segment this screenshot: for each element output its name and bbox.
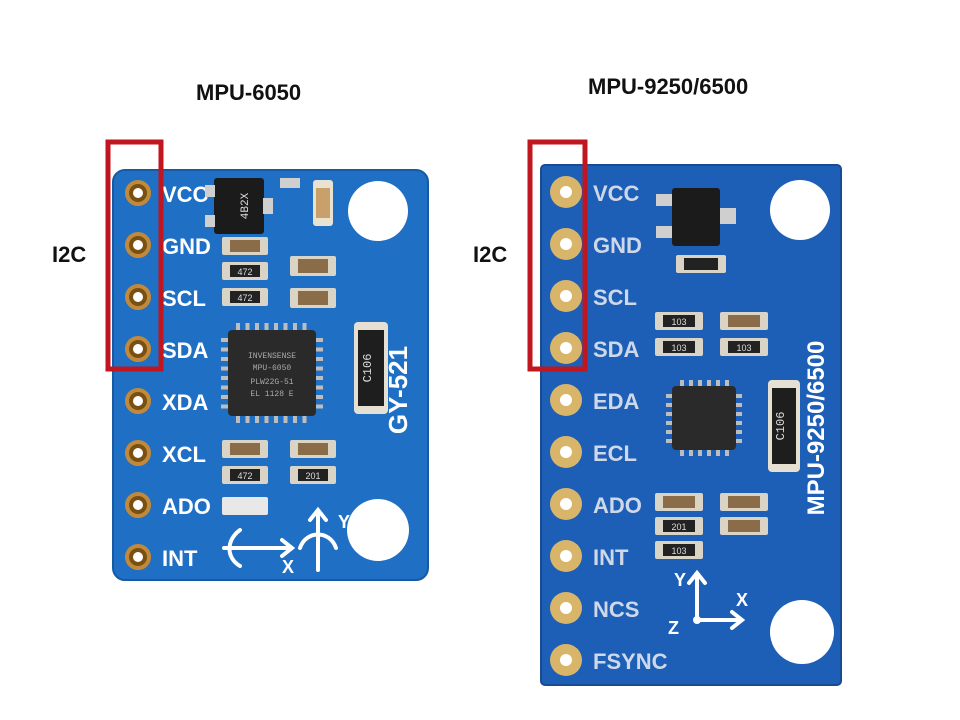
axis-label-y-left: Y <box>338 512 350 532</box>
resistor-label-r1: 103 <box>671 317 686 327</box>
pad-label-ecl: ECL <box>593 441 637 466</box>
mounting-hole-bottom-right <box>770 600 834 664</box>
axis-label-x-right: X <box>736 590 748 610</box>
pin-label-ado: ADO <box>162 494 211 519</box>
resistor-label-1: 472 <box>237 267 252 277</box>
resistor-label-r2: 103 <box>671 343 686 353</box>
silkscreen-gy521: GY-521 <box>383 346 413 434</box>
mounting-hole-bottom <box>347 499 409 561</box>
imu-chip-left <box>228 330 316 416</box>
pin-label-sda: SDA <box>162 338 209 363</box>
capacitor-label-right: C106 <box>774 412 788 441</box>
axis-label-y-right: Y <box>674 570 686 590</box>
pin-label-gnd: GND <box>162 234 211 259</box>
pad-label-vcc: VCC <box>593 181 640 206</box>
chip-text-4: EL 1128 E <box>250 390 293 399</box>
regulator-label: 4B2X <box>240 192 252 219</box>
i2c-highlight-right <box>527 139 588 372</box>
axis-label-x-left: X <box>282 557 294 577</box>
pad-label-scl: SCL <box>593 285 637 310</box>
pad-label-int: INT <box>593 545 629 570</box>
pad-label-gnd: GND <box>593 233 642 258</box>
imu-chip-right <box>672 386 736 450</box>
mpu9250-board: VCC GND SCL SDA EDA ECL ADO INT NCS FSYNC 103 103… <box>527 139 842 686</box>
pad-label-ncs: NCS <box>593 597 639 622</box>
axis-label-z-right: Z <box>668 618 679 638</box>
silkscreen-mpu9250: MPU-9250/6500 <box>803 341 830 516</box>
pin-label-xcl: XCL <box>162 442 206 467</box>
pad-label-ado: ADO <box>593 493 642 518</box>
mounting-hole-top <box>348 181 408 241</box>
pad-label-fsync: FSYNC <box>593 649 668 674</box>
mounting-hole-top-right <box>770 180 830 240</box>
capacitor-label-left: C106 <box>361 354 375 383</box>
pin-label-scl: SCL <box>162 286 206 311</box>
pin-label-int: INT <box>162 546 198 571</box>
i2c-label-right: I2C <box>473 242 508 267</box>
resistor-label-2: 472 <box>237 293 252 303</box>
board-title-mpu9250: MPU-9250/6500 <box>588 74 749 99</box>
chip-text-2: MPU-6050 <box>253 364 292 373</box>
i2c-label-left: I2C <box>52 242 87 267</box>
pad-label-sda: SDA <box>593 337 640 362</box>
resistor-label-3: 472 <box>237 471 252 481</box>
board-title-mpu6050: MPU-6050 <box>196 80 302 105</box>
chip-text-1: INVENSENSE <box>248 352 296 361</box>
pin-label-vcc: VCC <box>162 182 209 207</box>
i2c-highlight-left <box>105 139 164 372</box>
mpu6050-board: VCC GND SCL SDA XDA XCL ADO INT 4B2X 472 472 IN… <box>105 139 429 581</box>
resistor-label-4: 201 <box>305 471 320 481</box>
resistor-label-r5: 103 <box>671 546 686 556</box>
resistor-label-r4: 201 <box>671 522 686 532</box>
pad-label-eda: EDA <box>593 389 640 414</box>
chip-text-3: PLW22G-51 <box>250 378 293 387</box>
resistor-label-r3: 103 <box>736 343 751 353</box>
pin-label-xda: XDA <box>162 390 209 415</box>
